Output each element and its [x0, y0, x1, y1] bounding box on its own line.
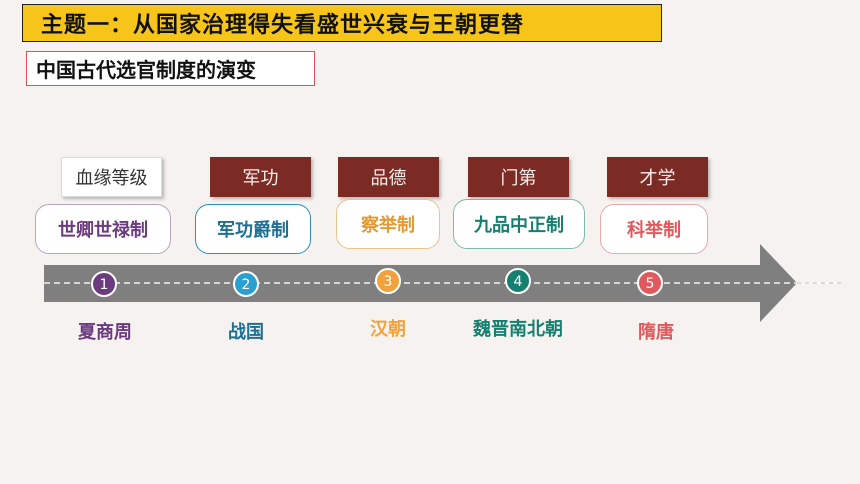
system-box-3: 察举制	[336, 199, 440, 249]
system-box-4: 九品中正制	[453, 199, 585, 249]
era-label-2: 战国	[228, 322, 264, 343]
timeline-node-2: 2	[233, 271, 259, 297]
basis-label-4: 门第	[468, 157, 569, 197]
svg-text:5: 5	[646, 276, 655, 292]
svg-text:4: 4	[514, 274, 523, 290]
timeline-node-1: 1	[91, 271, 117, 297]
svg-text:3: 3	[384, 274, 393, 290]
era-label-3: 汉朝	[370, 319, 406, 340]
basis-label-5: 才学	[607, 157, 708, 197]
system-box-5: 科举制	[600, 204, 708, 254]
era-label-4: 魏晋南北朝	[473, 319, 563, 340]
section-title: 中国古代选官制度的演变	[26, 51, 315, 86]
basis-label-3: 品德	[338, 157, 439, 197]
main-title: 主题一：从国家治理得失看盛世兴衰与王朝更替	[22, 4, 662, 42]
basis-label-2: 军功	[210, 157, 311, 197]
arrow-shape	[44, 244, 797, 322]
svg-text:1: 1	[100, 277, 109, 293]
system-box-2: 军功爵制	[195, 204, 311, 254]
era-label-1: 夏商周	[78, 322, 132, 343]
timeline-node-5: 5	[637, 270, 663, 296]
svg-text:2: 2	[242, 277, 251, 293]
era-label-5: 隋唐	[638, 322, 674, 343]
timeline-node-4: 4	[505, 268, 531, 294]
basis-label-1: 血缘等级	[61, 157, 162, 197]
timeline-node-3: 3	[375, 268, 401, 294]
system-box-1: 世卿世禄制	[35, 204, 171, 254]
